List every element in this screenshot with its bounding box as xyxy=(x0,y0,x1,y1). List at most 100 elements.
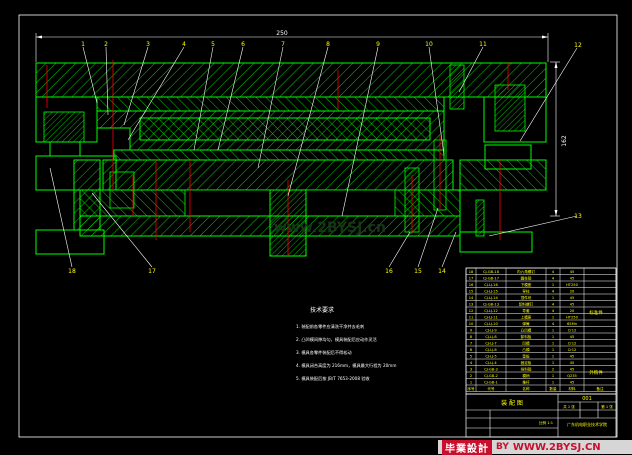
bom-cell-code: CJ-LJ-16 xyxy=(484,283,498,287)
bom-cell-name: 推杆 xyxy=(522,379,530,384)
bom-cell-no: 4 xyxy=(470,361,473,365)
bom-header-no: 序号 xyxy=(467,386,475,391)
callout-7: 7 xyxy=(281,41,285,48)
banner-logo-icon: BY xyxy=(496,442,509,452)
bom-cell-no: 14 xyxy=(469,296,474,300)
site-banner: 毕業設計 BY WWW.2BYSJ.CN xyxy=(438,439,632,455)
bom-cell-code: CJ-LJ-15 xyxy=(484,289,498,293)
bom-cell-name: 挡料销 xyxy=(521,366,532,371)
callout-8: 8 xyxy=(326,41,330,48)
bom-cell-name: 内六角螺钉 xyxy=(517,269,535,274)
bom-cell-name: 固定板 xyxy=(521,360,532,365)
bom-cell-mat: 45 xyxy=(570,361,575,365)
bom-cell-qty: 1 xyxy=(552,335,554,339)
center-lines xyxy=(46,60,509,256)
bom-cell-mat: 45 xyxy=(570,302,575,306)
callout-13: 13 xyxy=(574,213,582,220)
bom-cell-name: 卸料板 xyxy=(521,334,532,339)
bom-cell-mat: Cr12 xyxy=(568,341,577,345)
callout-17: 17 xyxy=(148,268,156,275)
bom-cell-name: 垫板 xyxy=(522,353,530,358)
part-callouts-bottom: 18 17 16 15 14 13 xyxy=(68,213,582,275)
title-block-school: 广东机电职业技术学院 xyxy=(567,421,607,427)
callout-6: 6 xyxy=(241,41,245,48)
bom-cell-code: CJ-GB-3 xyxy=(484,367,498,371)
bom-cell-code: CJ-LJ-7 xyxy=(485,341,496,345)
title-block-drawing-no: 001 xyxy=(582,396,592,402)
bom-cell-no: 7 xyxy=(470,341,472,345)
note-5: 5. 模具装配后按 JB/T 7653-2008 验收 xyxy=(296,375,371,382)
width-dimension-label: 250 xyxy=(276,30,288,37)
bom-cell-code: CJ-LJ-5 xyxy=(485,354,496,358)
watermark: www.2BYSJ.cn xyxy=(274,220,386,236)
bom-cell-no: 10 xyxy=(469,322,474,326)
bom-cell-qty: 4 xyxy=(552,276,555,280)
title-block-sheet-a: 共 1 张 xyxy=(563,404,575,409)
bom-cell-mat: 65Mn xyxy=(567,322,577,326)
bom-cell-no: 1 xyxy=(470,380,472,384)
callout-3: 3 xyxy=(146,41,150,48)
bom-cell-qty: 4 xyxy=(552,302,555,306)
bom-cell-code: CJ-LJ-11 xyxy=(484,315,498,319)
bom-cell-name: 导套 xyxy=(522,308,530,313)
bom-cell-no: 13 xyxy=(469,302,474,306)
bom-cell-code: CJ-GB-17 xyxy=(483,276,499,280)
bom-cell-mat: Cr12 xyxy=(568,348,577,352)
bom-cell-code: CJ-GB-1 xyxy=(484,380,498,384)
punch xyxy=(139,117,431,141)
bom-cell-no: 3 xyxy=(470,367,472,371)
bom-header-name: 名称 xyxy=(522,386,530,391)
bom-cell-no: 18 xyxy=(469,270,474,274)
banner-brand: 毕業設計 xyxy=(442,439,492,455)
height-dimension: 162 xyxy=(550,61,568,217)
bom-cell-name: 顶件块 xyxy=(521,295,532,300)
bom-cell-mat: Cr12 xyxy=(568,328,577,332)
bom-cell-mat: 45 xyxy=(570,354,575,358)
callout-5: 5 xyxy=(211,41,215,48)
bom-cell-code: CJ-LJ-9 xyxy=(485,328,497,332)
bom-header-qty: 数量 xyxy=(549,386,557,391)
callout-12: 12 xyxy=(574,42,582,49)
bom-cell-qty: 1 xyxy=(552,380,554,384)
bom-cell-mat: 45 xyxy=(570,276,575,280)
height-dimension-label: 162 xyxy=(561,135,568,147)
bom-cell-qty: 2 xyxy=(552,367,554,371)
upper-die-seat xyxy=(35,62,547,98)
bom-cell-code: CJ-LJ-4 xyxy=(485,361,497,365)
bom-cell-qty: 1 xyxy=(552,328,554,332)
bom-cell-code: CJ-GB-18 xyxy=(483,270,500,274)
callout-9: 9 xyxy=(376,41,380,48)
bom-cell-mat: Q235 xyxy=(567,374,577,378)
callout-15: 15 xyxy=(414,268,422,275)
bom-cell-qty: 1 xyxy=(552,348,554,352)
bom-cell-no: 9 xyxy=(470,328,473,332)
bom-cell-no: 11 xyxy=(469,315,474,319)
bom-cell-no: 5 xyxy=(470,354,472,358)
callout-18: 18 xyxy=(68,268,76,275)
bom-note-purchased: 外购件 xyxy=(589,369,603,376)
note-2: 2. 凸凹模间隙均匀，模具装配后应动作灵活 xyxy=(296,336,377,343)
callout-16: 16 xyxy=(385,268,393,275)
left-guide-assembly xyxy=(35,96,117,255)
callout-11: 11 xyxy=(479,41,487,48)
bom-cell-name: 上模座 xyxy=(521,314,532,319)
note-4: 4. 模具闭合高度为 216mm，模具最大行程为 20mm xyxy=(296,362,396,369)
bom-cell-qty: 1 xyxy=(552,283,554,287)
part-callouts-top: 1 2 3 4 5 6 7 8 9 10 11 12 xyxy=(81,41,582,49)
note-3: 3. 模具各零件装配后不得松动 xyxy=(296,349,352,356)
bom-cell-code: CJ-GB-13 xyxy=(483,302,499,306)
bom-cell-name: 凸模 xyxy=(522,347,530,352)
title-block: 装 配 图 001 共 1 张 第 1 张 比例 1:1 广东机电职业技术学院 xyxy=(465,393,617,438)
note-1: 1. 装配前各零件应清洗干净并去毛刺 xyxy=(296,323,364,330)
bom-cell-mat: 45 xyxy=(570,270,575,274)
bom-cell-name: 凹模 xyxy=(522,340,530,345)
bom-cell-qty: 4 xyxy=(552,309,555,313)
bom-cell-no: 8 xyxy=(470,335,473,339)
banner-site-url[interactable]: WWW.2BYSJ.CN xyxy=(512,441,601,453)
bom-cell-qty: 1 xyxy=(552,296,554,300)
callout-14: 14 xyxy=(438,268,446,275)
callout-10: 10 xyxy=(425,41,433,48)
bom-cell-code: CJ-LJ-8 xyxy=(485,335,497,339)
bom-cell-qty: 4 xyxy=(552,289,555,293)
